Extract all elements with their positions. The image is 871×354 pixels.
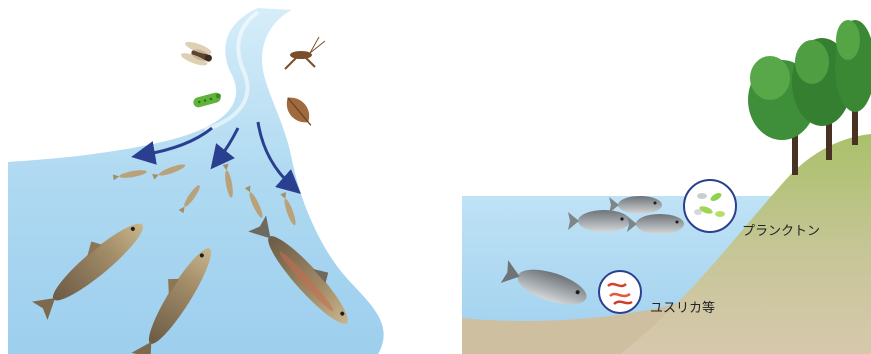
cicada-icon [180,39,216,68]
tree-icon [835,20,871,145]
cricket-icon [285,37,325,69]
chironomid-label: ユスリカ等 [650,297,715,316]
plankton-label: プランクトン [742,220,820,239]
lake-panel [462,134,871,354]
plankton-bubble-icon [684,180,736,232]
caterpillar-icon [192,91,222,108]
leaf-icon [281,92,318,131]
bloodworm-bubble-icon [599,271,641,313]
